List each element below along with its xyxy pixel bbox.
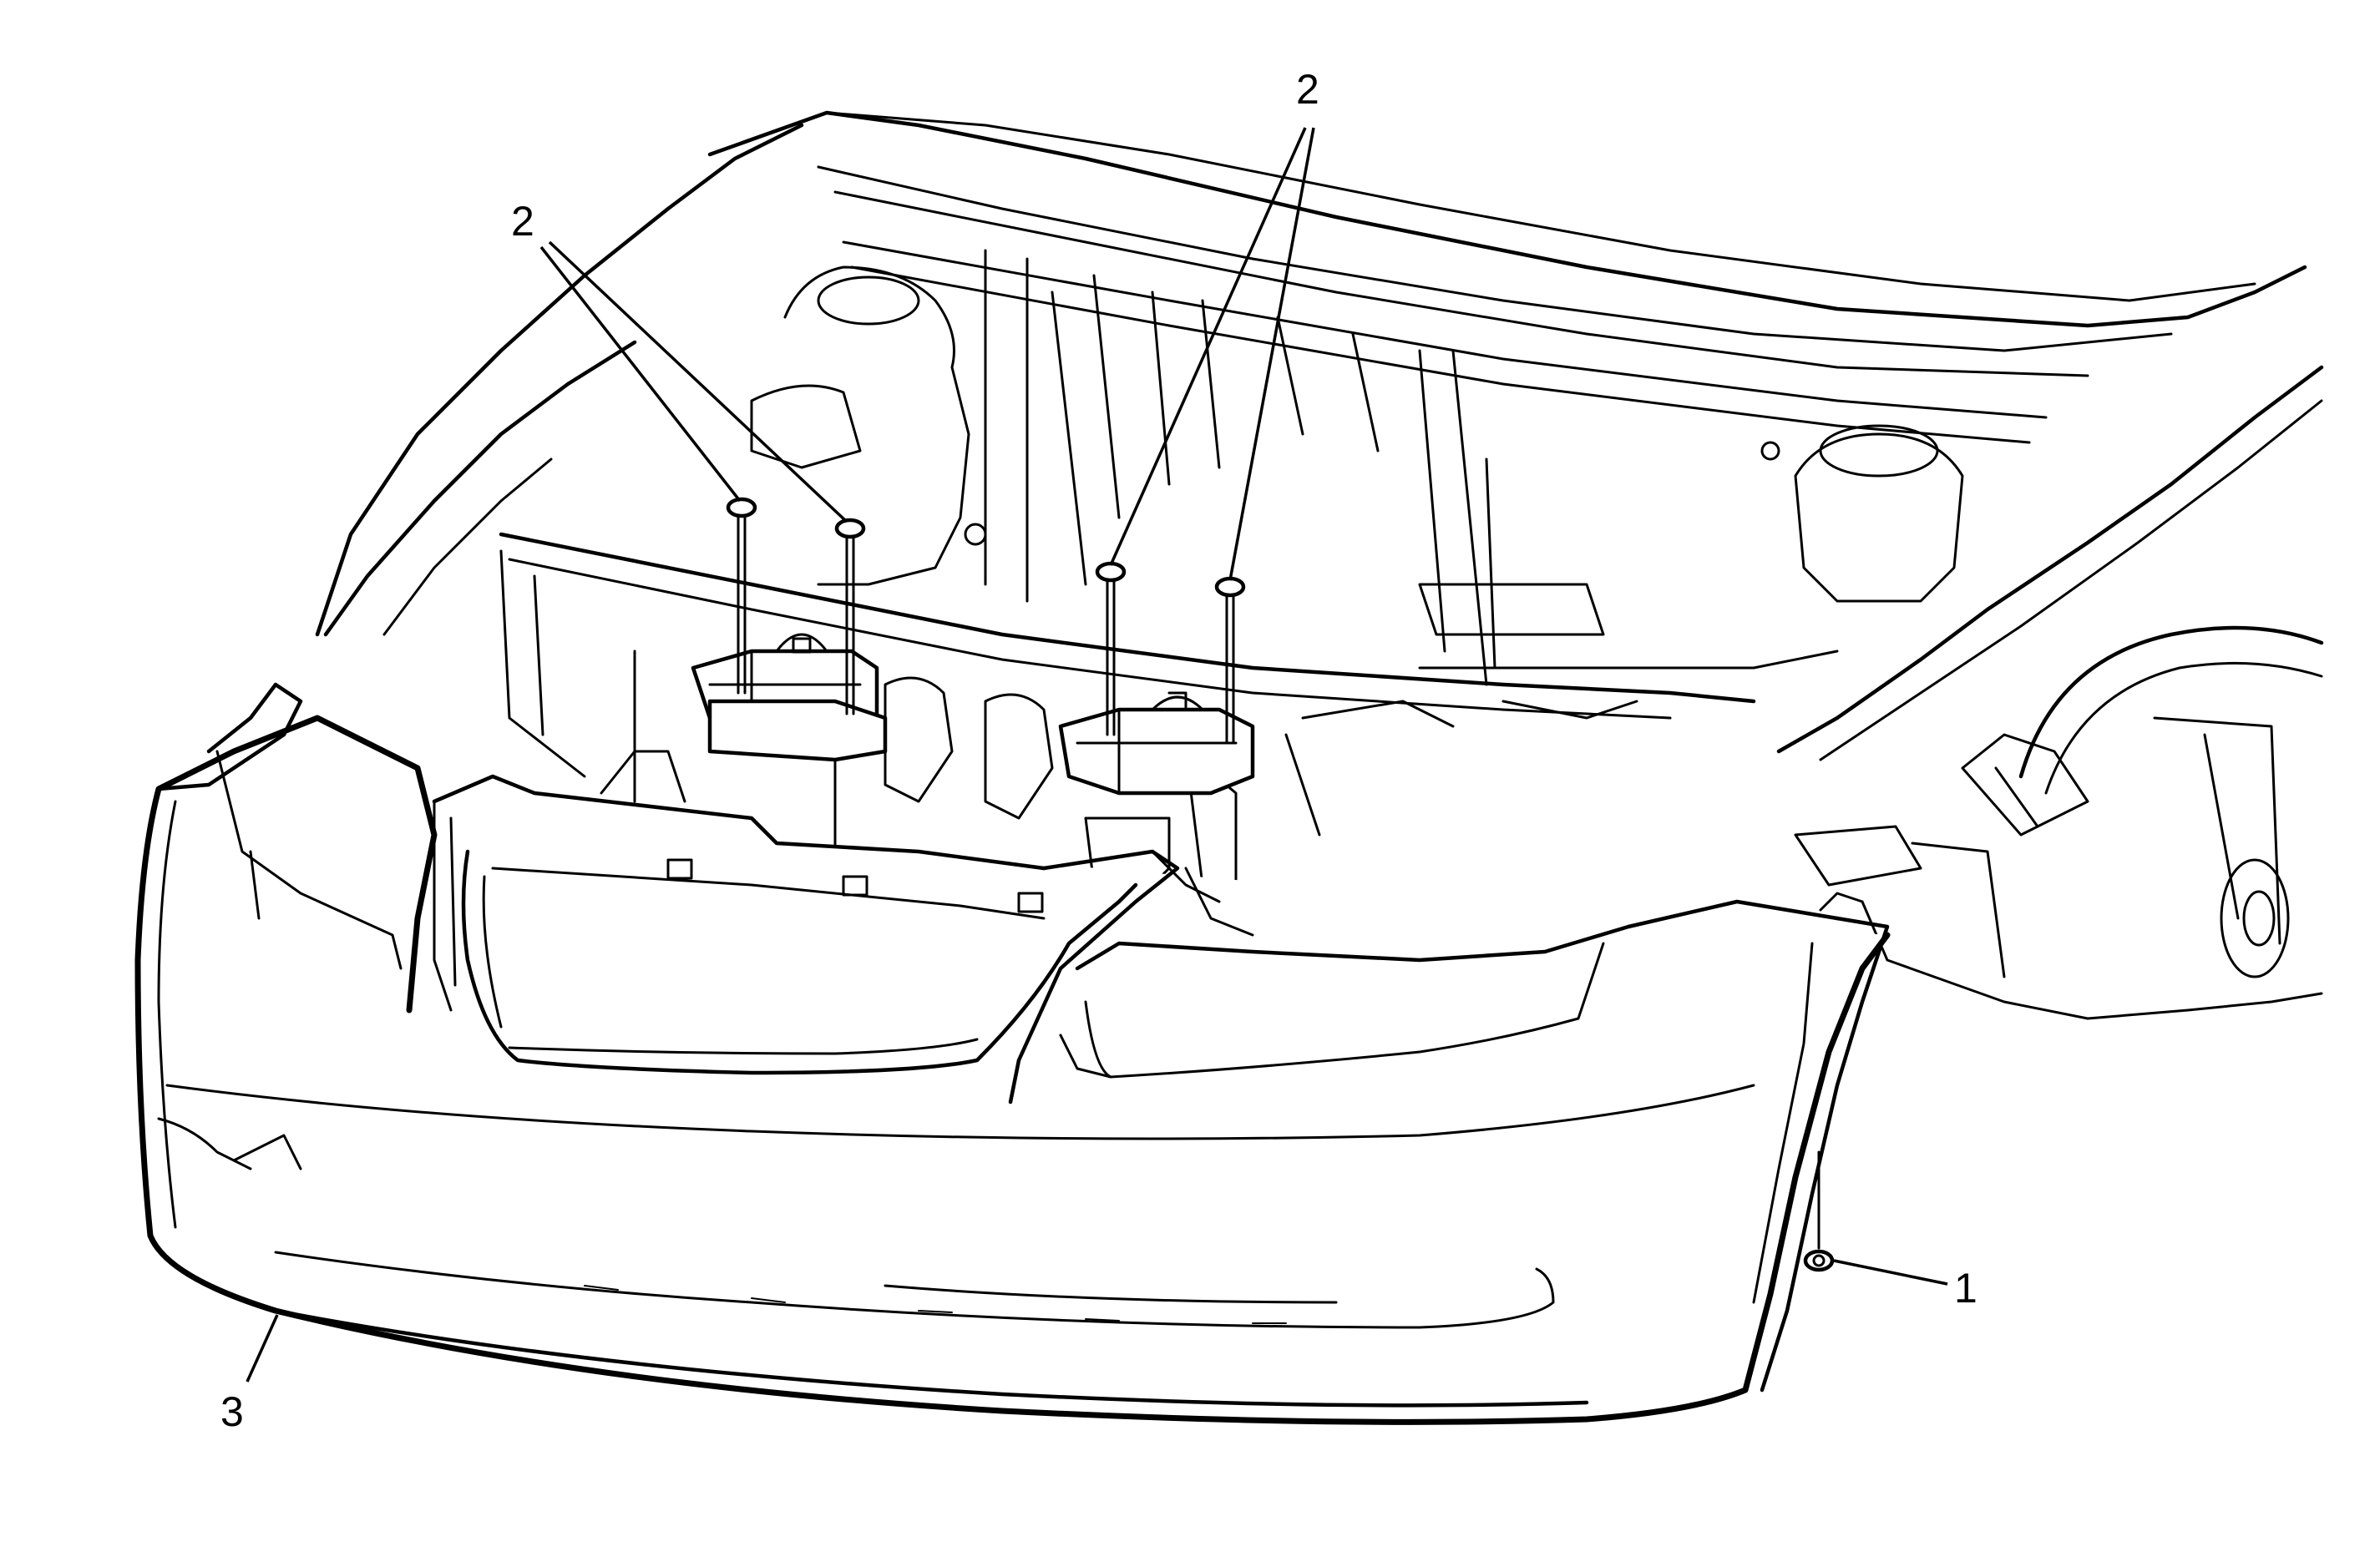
push-pin-retainer (1803, 1150, 1835, 1272)
front-bumper-fascia (134, 682, 1891, 1425)
bolt-2 (834, 518, 866, 715)
wheelhouse (1794, 625, 2324, 1020)
bolts-group (726, 497, 1246, 745)
callout-leaders (246, 127, 1948, 1383)
bolt-1 (726, 497, 757, 695)
callout-2-left: 2 (511, 198, 534, 245)
callout-2-right: 2 (1296, 66, 1319, 113)
callout-1: 1 (1954, 1265, 1977, 1312)
callout-3: 3 (220, 1388, 244, 1435)
vehicle-body-outline (315, 110, 2324, 761)
